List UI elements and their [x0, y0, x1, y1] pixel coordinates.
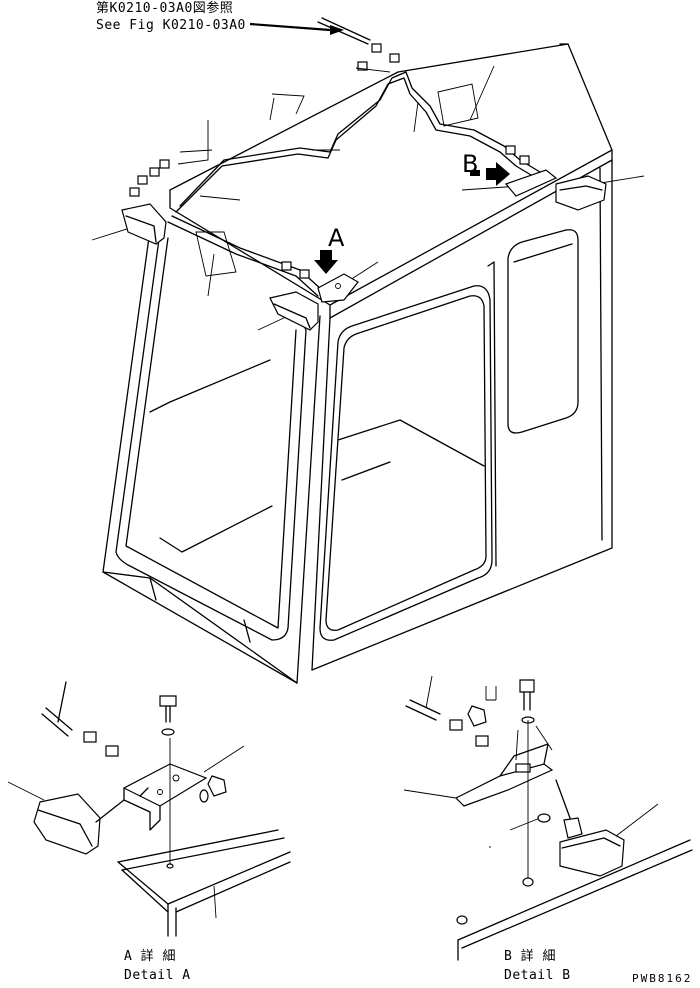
leader-lines-main [91, 65, 645, 331]
callout-label-b: B [462, 150, 479, 178]
detail-b-title-jp: B 詳 細 [504, 949, 556, 964]
detail-b-illustration [403, 675, 693, 961]
detail-a-illustration [7, 681, 291, 937]
cab-body [102, 43, 613, 684]
work-lamps-main [121, 169, 607, 331]
detail-b-title-en: Detail B [504, 968, 571, 983]
reference-note-jp: 第K0210-03A0図参照 [96, 1, 234, 16]
detail-a-title-jp: A 詳 細 [124, 949, 176, 964]
callout-arrows [314, 162, 510, 274]
reference-note-en: See Fig K0210-03A0 [96, 18, 246, 33]
detail-a-title-en: Detail A [124, 968, 191, 983]
drawing-code: PWB8162 [632, 972, 693, 985]
callout-label-a: A [328, 224, 345, 252]
